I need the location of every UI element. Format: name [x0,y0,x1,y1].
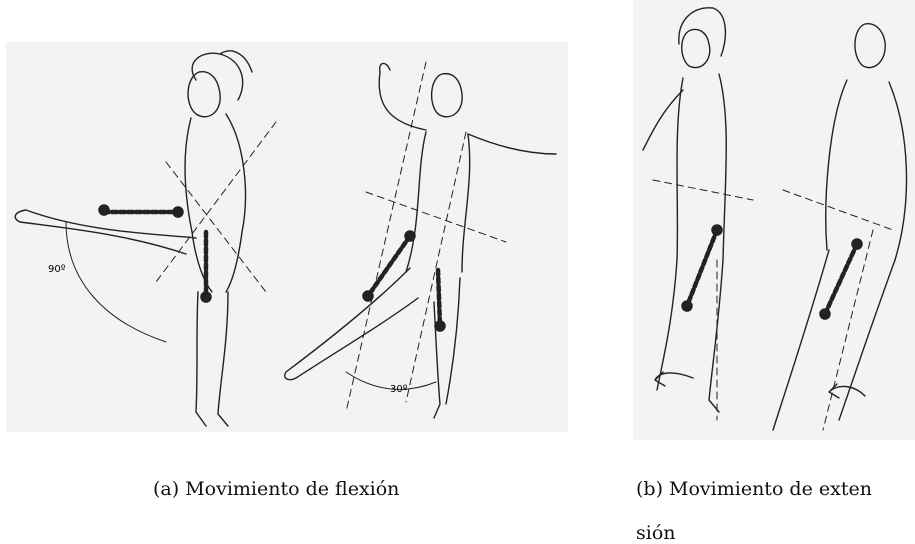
person2-knee-marker [365,293,372,300]
person4-torso [826,80,907,260]
person2-torso [406,132,470,272]
person1-arms [192,51,252,100]
angle-label-30: 30º [390,384,408,395]
person4-hip-marker [854,241,861,248]
angle-arc-90 [66,222,166,342]
person2-abducted-leg [285,268,418,380]
person3-arms [643,8,725,150]
person3-head [682,30,710,68]
person2-standing-segment [438,270,440,326]
person2-ankle-marker [437,323,444,330]
person3-legs [657,260,723,412]
person3-ankle-marker [684,303,691,310]
caption-figure-b-line2: sión [636,524,676,543]
figure-a-illustration: 90º 30º [6,42,568,432]
figure-b-drawing [633,0,915,440]
person4-leg-segment [825,244,857,314]
person3-rotation-arrow [655,372,693,386]
figure-b-illustration [633,0,915,440]
person3-leg-segment [687,230,717,306]
person4-head [855,24,885,68]
angle-label-90: 90º [48,264,66,275]
figure-a-drawing: 90º 30º [6,42,568,432]
person1-standing-leg [196,292,228,426]
caption-figure-b-line1: (b) Movimiento de exten [636,480,872,499]
person2-arms [379,63,556,154]
person2-head [432,74,463,117]
person1-knee-marker [175,209,182,216]
person3-hip-marker [714,227,721,234]
person4-ankle-marker [822,311,829,318]
person1-hip-marker [101,207,108,214]
person4-legs [773,250,895,430]
person1-ankle-marker [203,294,210,301]
person2-hip-marker [407,233,414,240]
person1-raised-leg [15,210,196,254]
person1-head [188,72,220,117]
caption-figure-a: (a) Movimiento de flexión [153,480,399,499]
person2-leg-segment [368,236,410,296]
